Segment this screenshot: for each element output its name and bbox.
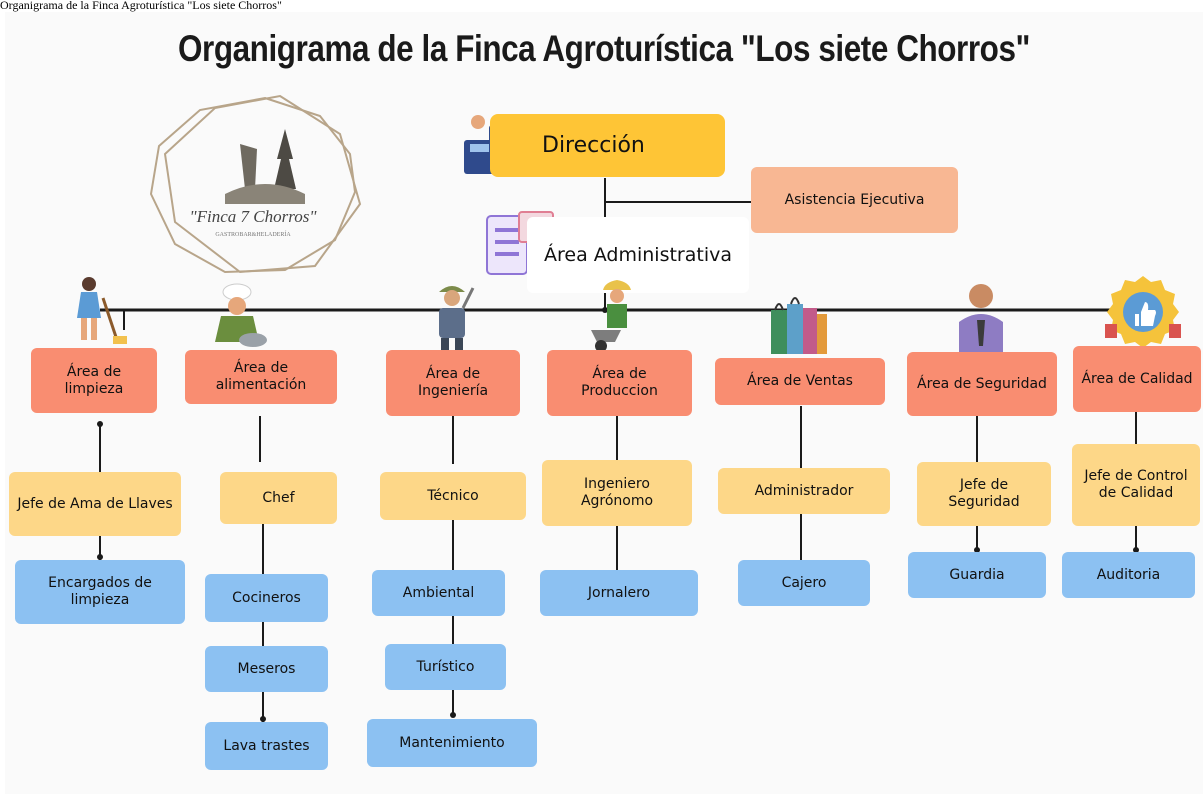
connector-dot xyxy=(602,307,608,313)
logo-subtitle: GASTROBAR&HELADERÍA xyxy=(215,230,291,238)
direccion-box: Dirección xyxy=(490,114,725,177)
connector-dot xyxy=(1133,547,1139,553)
staff-meseros-box: Meseros xyxy=(205,646,328,692)
staff-ambiental-box: Ambiental xyxy=(372,570,505,616)
area-ingenieria-box: Área de Ingeniería xyxy=(386,350,520,416)
area-limpieza-box: Área de limpieza xyxy=(31,348,157,413)
area-produccion-box: Área de Produccion xyxy=(547,350,692,416)
connector-dot xyxy=(97,421,103,427)
jefe-ventas-box: Administrador xyxy=(718,468,890,514)
chart-title: Organigrama de la Finca Agroturística "L… xyxy=(177,28,1031,69)
jefe-limpieza-box: Jefe de Ama de Llaves xyxy=(9,472,181,536)
area-administrativa-box: Área Administrativa xyxy=(527,217,749,293)
finca-logo: "Finca 7 Chorros" GASTROBAR&HELADERÍA xyxy=(145,94,415,276)
org-chart-canvas: Organigrama de la Finca Agroturística "L… xyxy=(5,12,1203,794)
security-guard-icon xyxy=(959,284,1003,352)
area-seguridad-box: Área de Seguridad xyxy=(907,352,1057,416)
staff-cocineros-box: Cocineros xyxy=(205,574,328,622)
jefe-produccion-box: Ingeniero Agrónomo xyxy=(542,460,692,526)
area-alimentacion-box: Área de alimentación xyxy=(185,350,337,404)
jefe-calidad-box: Jefe de Control de Calidad xyxy=(1072,444,1200,526)
staff-jornalero-box: Jornalero xyxy=(540,570,698,616)
jefe-ingenieria-box: Técnico xyxy=(380,472,526,520)
farmer-icon xyxy=(591,280,631,352)
staff-turistico-box: Turístico xyxy=(385,644,506,690)
shopping-bags-icon xyxy=(771,297,827,354)
connector-dot xyxy=(260,716,266,722)
area-ventas-box: Área de Ventas xyxy=(715,358,885,405)
connector-lines xyxy=(97,178,1172,722)
jefe-seguridad-box: Jefe de Seguridad xyxy=(917,462,1051,526)
cleaning-person-icon xyxy=(77,277,127,344)
staff-guardia-box: Guardia xyxy=(908,552,1046,598)
engineer-icon xyxy=(439,286,475,352)
connector-dot xyxy=(450,712,456,718)
asistencia-ejecutiva-box: Asistencia Ejecutiva xyxy=(751,167,958,233)
logo-name: "Finca 7 Chorros" xyxy=(190,207,318,226)
staff-auditoria-box: Auditoria xyxy=(1062,552,1195,598)
staff-cajero-box: Cajero xyxy=(738,560,870,606)
quality-badge-icon xyxy=(1105,276,1181,348)
area-calidad-box: Área de Calidad xyxy=(1073,346,1201,412)
staff-lava-trastes-box: Lava trastes xyxy=(205,722,328,770)
staff-mantenimiento-box: Mantenimiento xyxy=(367,719,537,767)
page-caption: Organigrama de la Finca Agroturística "L… xyxy=(0,0,282,12)
staff-encargados-limpieza-box: Encargados de limpieza xyxy=(15,560,185,624)
connector-dot xyxy=(97,554,103,560)
cook-icon xyxy=(215,283,267,347)
jefe-alimentacion-box: Chef xyxy=(220,472,337,524)
connector-dot xyxy=(974,547,980,553)
